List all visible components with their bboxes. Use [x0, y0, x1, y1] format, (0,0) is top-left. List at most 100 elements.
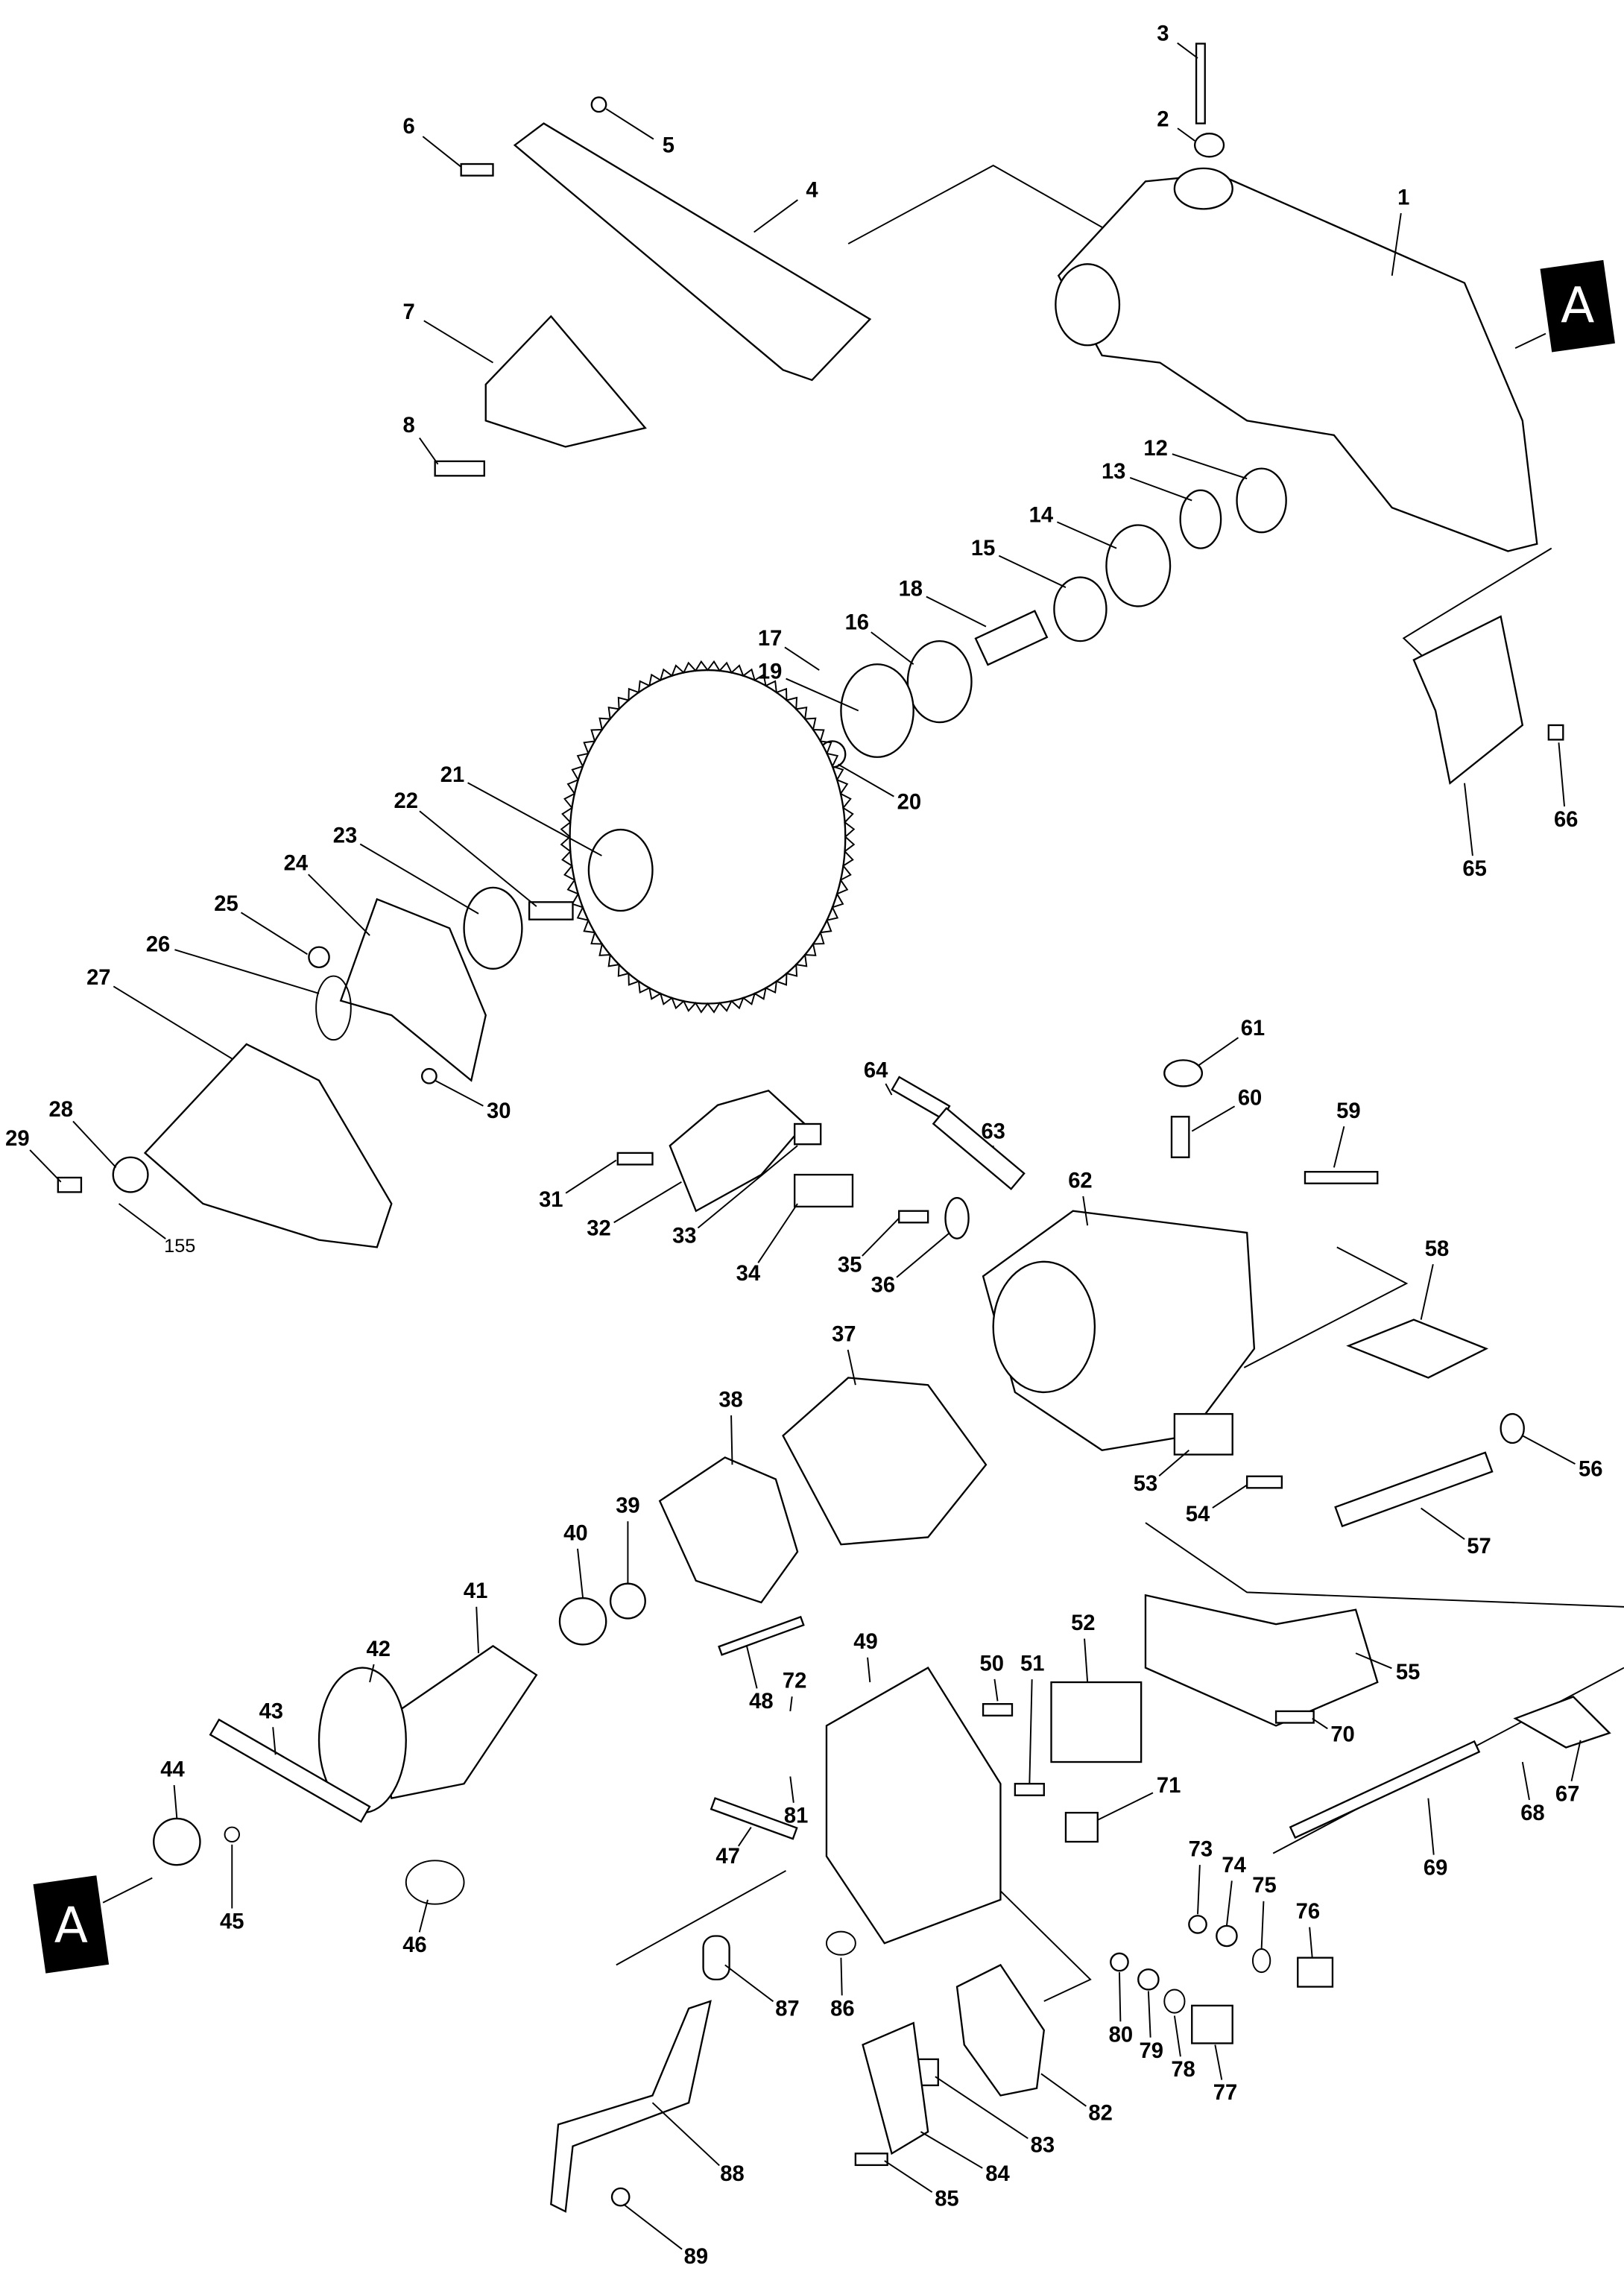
leader-line-6	[422, 136, 462, 168]
leader-line-66	[1558, 742, 1565, 807]
leader-line-55	[1355, 1652, 1392, 1670]
part-number-label: 63	[981, 1119, 1005, 1143]
part-number-label: 33	[672, 1224, 696, 1248]
part-number-label: 23	[333, 824, 357, 847]
part-number-label: 88	[720, 2162, 744, 2186]
part-number-label: 86	[830, 1997, 854, 2021]
screw-85	[854, 2153, 888, 2167]
cover-53	[1173, 1412, 1233, 1456]
guide-line	[1243, 1246, 1409, 1368]
leader-line-24	[308, 874, 370, 936]
part-number-label: 24	[284, 851, 309, 875]
leader-line-20	[838, 763, 894, 798]
screw-51	[1014, 1783, 1045, 1796]
leader-line-38	[730, 1415, 733, 1465]
leader-line-74	[1225, 1880, 1233, 1926]
guide-line	[996, 1887, 1092, 2002]
leader-line-76	[1309, 1927, 1313, 1958]
leader-line-53	[1158, 1449, 1189, 1477]
part-number-label: 56	[1579, 1458, 1602, 1482]
leader-line-32	[613, 1181, 682, 1224]
leader-line-87	[724, 1964, 774, 2003]
screw-29	[57, 1176, 83, 1193]
retainer-14	[1105, 524, 1172, 607]
bearing-40	[558, 1597, 607, 1646]
part-number-label: 16	[845, 610, 869, 634]
part-number-label: 62	[1068, 1169, 1092, 1193]
washer-74	[1216, 1924, 1238, 1948]
part-number-label: 53	[1134, 1472, 1157, 1496]
screw-31	[616, 1152, 654, 1166]
leader-line-73	[1197, 1865, 1201, 1915]
ring-13	[1179, 489, 1222, 549]
part-number-label: 75	[1252, 1874, 1276, 1898]
leader-line-51	[1029, 1679, 1033, 1784]
screw-66	[1547, 724, 1564, 741]
leader-line-30	[435, 1079, 484, 1107]
brush-holder-33	[793, 1122, 822, 1146]
leader-line-8	[419, 438, 439, 465]
part-number-label: 18	[899, 578, 923, 601]
part-number-label: 68	[1520, 1801, 1544, 1825]
leader-line-14	[1057, 521, 1117, 549]
section-marker-label: A	[54, 1897, 88, 1954]
leader-line-40	[577, 1548, 584, 1599]
saw-blade	[560, 660, 856, 1014]
screw-50	[982, 1703, 1014, 1716]
spring-75	[1251, 1948, 1271, 1974]
part-number-label: 39	[616, 1494, 639, 1517]
part-number-label: 40	[563, 1521, 587, 1545]
nut-25	[308, 946, 330, 969]
brush-60	[1170, 1116, 1190, 1158]
part-number-label: 80	[1109, 2023, 1133, 2047]
guide-line	[616, 1870, 786, 1966]
bracket-84	[862, 2021, 929, 2155]
leader-line-70	[1312, 1717, 1328, 1730]
leader-line-34	[757, 1203, 798, 1263]
part-number-label: 66	[1554, 808, 1578, 832]
brush-34	[793, 1173, 854, 1208]
leader-line-21	[467, 782, 602, 856]
part-number-label: 29	[5, 1127, 29, 1151]
leader-line-52	[1084, 1638, 1089, 1683]
part-number-label: 48	[749, 1690, 773, 1714]
part-number-label: 20	[897, 791, 921, 815]
leader-line-54	[1212, 1484, 1248, 1509]
part-number-label: 52	[1071, 1611, 1095, 1635]
part-number-label: 21	[440, 763, 464, 787]
spring-86	[825, 1930, 856, 1956]
part-number-label: 5	[663, 133, 674, 157]
ring-56	[1500, 1412, 1525, 1444]
part-number-label: 19	[758, 660, 782, 684]
part-number-label: 31	[539, 1188, 563, 1212]
part-number-label: 41	[464, 1579, 487, 1603]
part-number-label: 26	[146, 932, 170, 956]
part-71	[1064, 1811, 1099, 1843]
part-number-label: 1	[1397, 186, 1409, 209]
part-number-label: 54	[1186, 1503, 1210, 1526]
leader-line-61	[1197, 1037, 1239, 1067]
part-number-label: 49	[853, 1630, 877, 1654]
label-58	[1346, 1318, 1489, 1379]
leader-line-71	[1097, 1792, 1154, 1821]
leader-line-42	[369, 1664, 375, 1683]
leader-line-48	[746, 1646, 758, 1689]
washer-80	[1110, 1952, 1129, 1972]
part-number-label: 3	[1157, 22, 1169, 46]
leader-line-1	[1391, 212, 1402, 276]
gear-housing	[1057, 173, 1538, 552]
leader-line-89	[622, 2203, 683, 2250]
leader-line-5	[605, 108, 654, 140]
part-number-label: 22	[394, 789, 418, 813]
spring-26	[315, 975, 352, 1041]
part-number-label: 64	[864, 1059, 888, 1083]
part-number-label: 25	[214, 892, 238, 916]
plate-16	[906, 639, 973, 724]
part-number-label: 4	[806, 179, 818, 203]
gear-12	[1236, 467, 1287, 534]
part-number-label: 7	[403, 300, 415, 324]
part-number-label: 78	[1171, 2058, 1195, 2082]
leader-line-80	[1118, 1972, 1122, 2022]
handle-49	[825, 1666, 1002, 1945]
spring-78	[1163, 1989, 1186, 2014]
